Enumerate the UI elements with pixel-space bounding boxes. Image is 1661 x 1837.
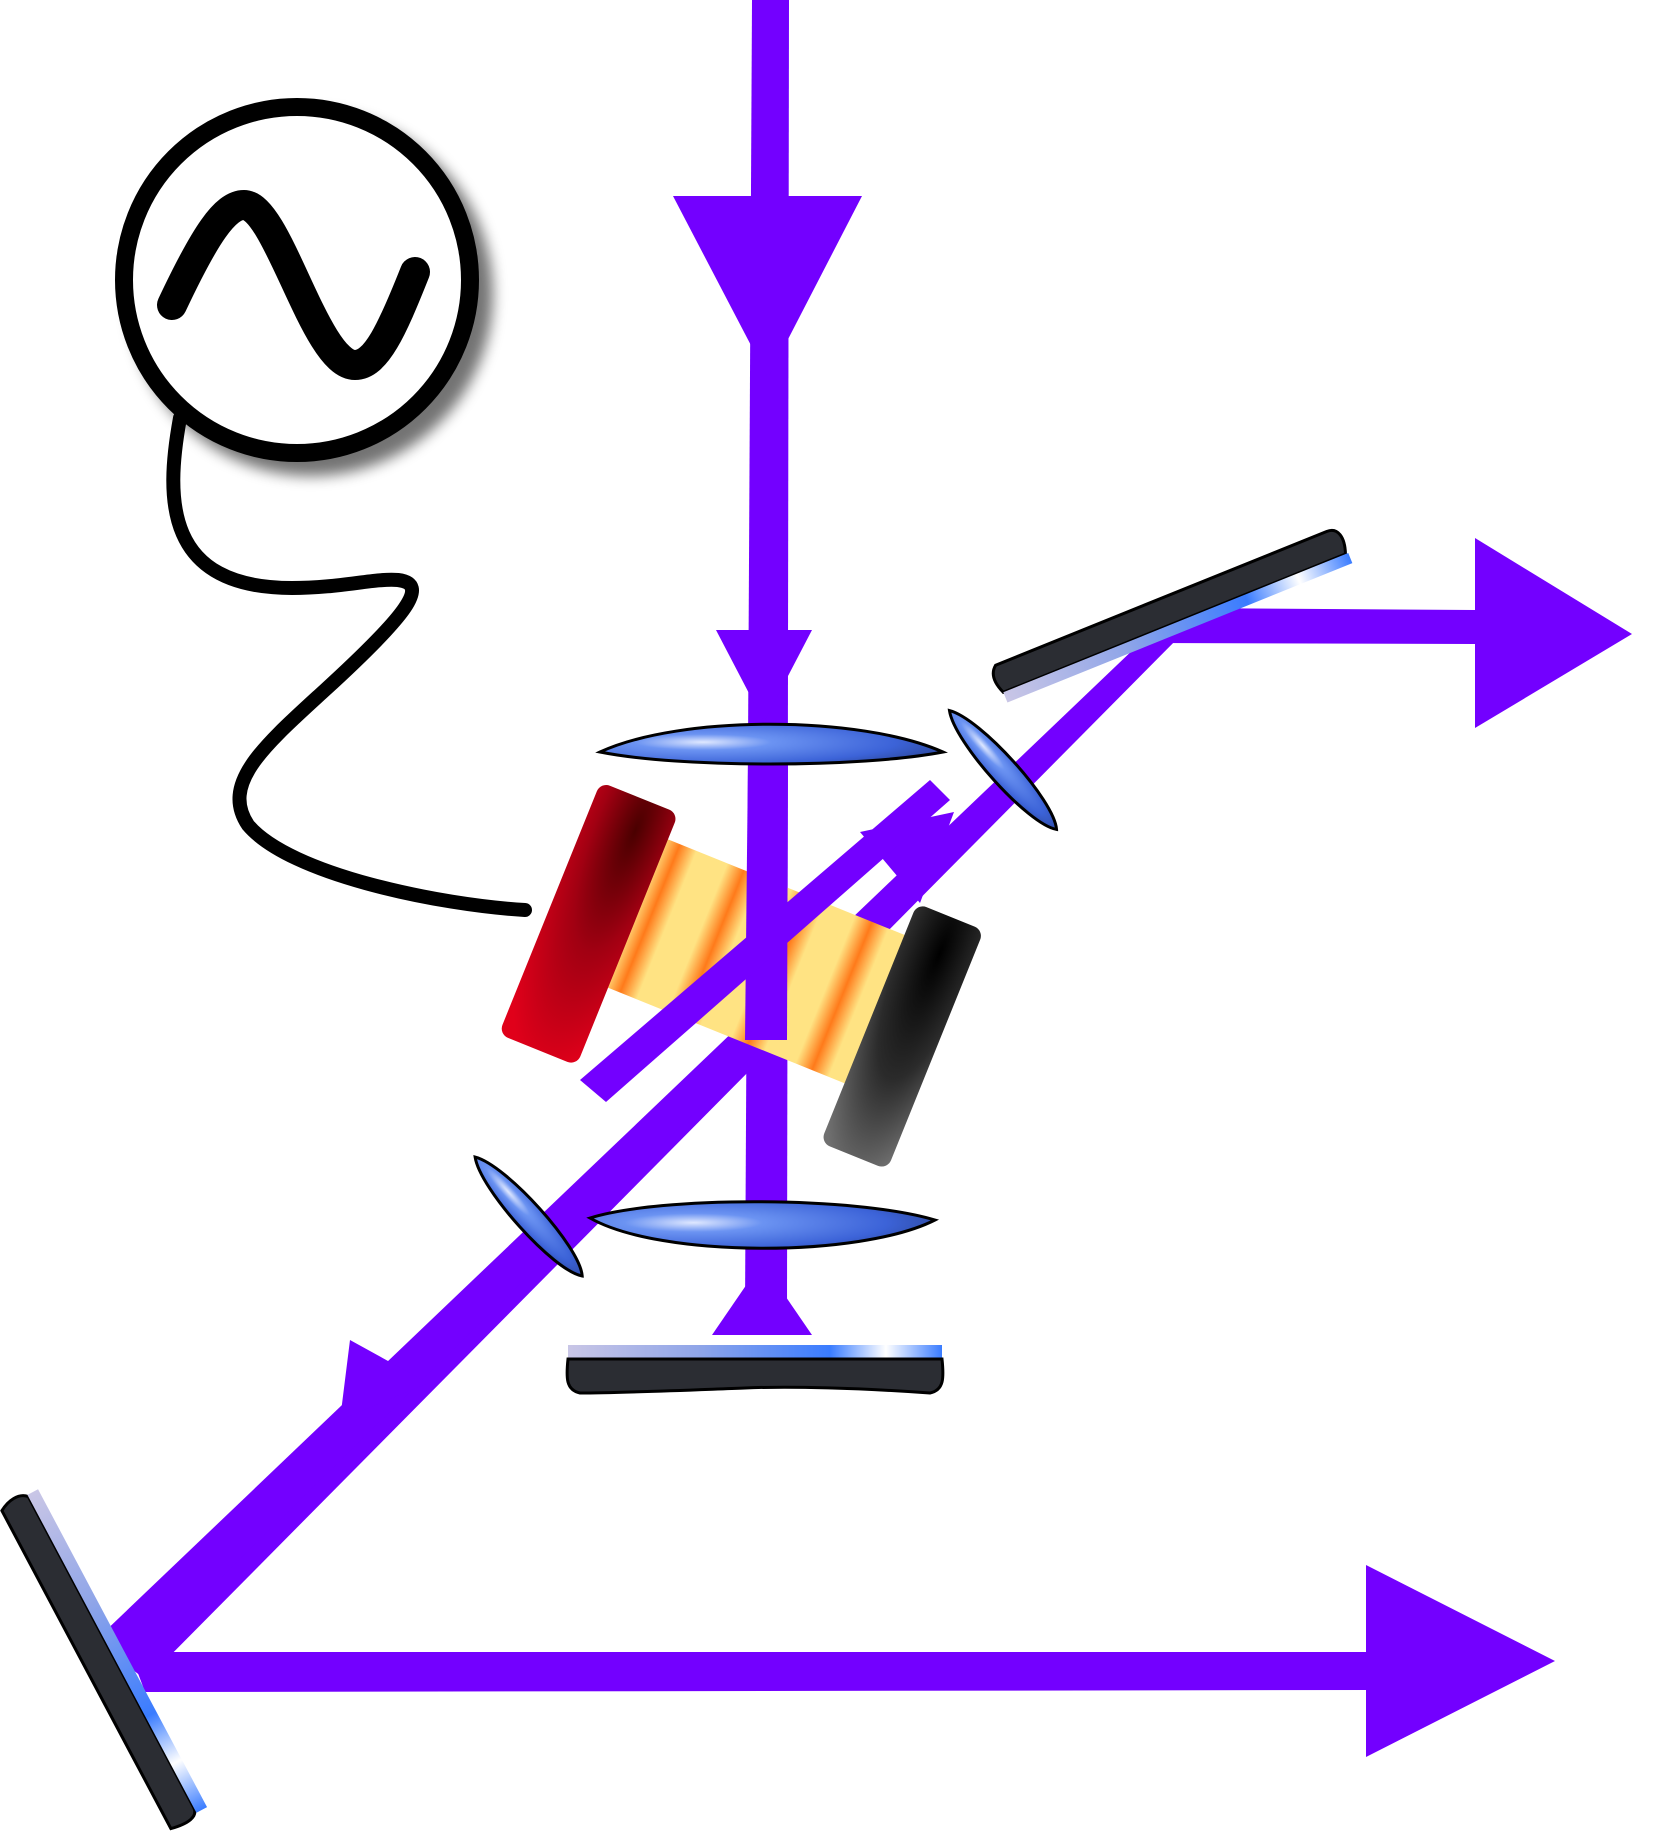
beam-overlay <box>580 760 950 1102</box>
convex-lens-icon <box>473 1155 584 1278</box>
arrow-head-small-down <box>716 630 812 722</box>
sine-wave-icon <box>157 189 430 381</box>
convex-lens-icon <box>595 722 948 766</box>
beam-vertical-overlay <box>745 760 788 1040</box>
convex-lens-icon <box>947 708 1059 832</box>
mirror-coating <box>27 1489 208 1813</box>
lenses <box>473 708 1059 1278</box>
arrow-head-output-top <box>1475 538 1632 728</box>
mirror-icon <box>0 1494 197 1831</box>
beam-output-bottom <box>130 1652 1370 1692</box>
function-generator <box>115 98 479 462</box>
beam-diagonal-overlay <box>580 780 950 1102</box>
arrow-head-output-bottom <box>1366 1565 1555 1757</box>
arrow-head-small-up <box>712 1262 812 1335</box>
mirror-coating <box>568 1345 942 1359</box>
mirror-bottom-left <box>0 1489 208 1831</box>
mirror-bottom-retro <box>565 1345 945 1395</box>
aom-transducer-red <box>501 784 676 1063</box>
arrow-head-input <box>673 196 862 378</box>
mirror-icon <box>565 1357 945 1395</box>
beam-output-top <box>1150 608 1475 644</box>
aom-absorber-dark <box>823 906 981 1167</box>
convex-lens-icon <box>586 1200 940 1250</box>
rf-cable <box>166 411 532 917</box>
mirror-coating <box>1003 552 1353 703</box>
arrow-head-diag-down <box>340 1340 428 1420</box>
mirror-top-right <box>991 528 1353 703</box>
